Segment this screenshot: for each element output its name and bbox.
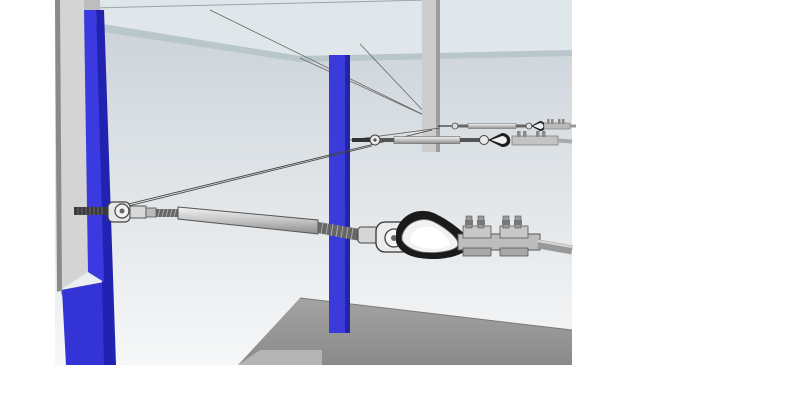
canopy — [90, 0, 572, 119]
right-thread — [318, 221, 360, 241]
left-thread — [156, 208, 178, 218]
wire-rope-clips — [457, 215, 541, 257]
back-grey-post — [422, 0, 440, 152]
far-turnbuckle-assembly — [438, 119, 576, 131]
clip-1 — [462, 215, 492, 257]
thimble — [396, 210, 470, 260]
ground-slab — [238, 297, 573, 365]
jaw-end-fitting — [107, 201, 157, 223]
cable-tail — [537, 239, 573, 255]
middle-turnbuckle-assembly — [352, 131, 573, 147]
threaded-stud — [74, 207, 110, 215]
middle-blue-post — [329, 55, 350, 333]
clip-2 — [499, 215, 529, 257]
turnbuckle-body — [177, 206, 319, 235]
foreground-turnbuckle-assembly — [74, 201, 573, 260]
